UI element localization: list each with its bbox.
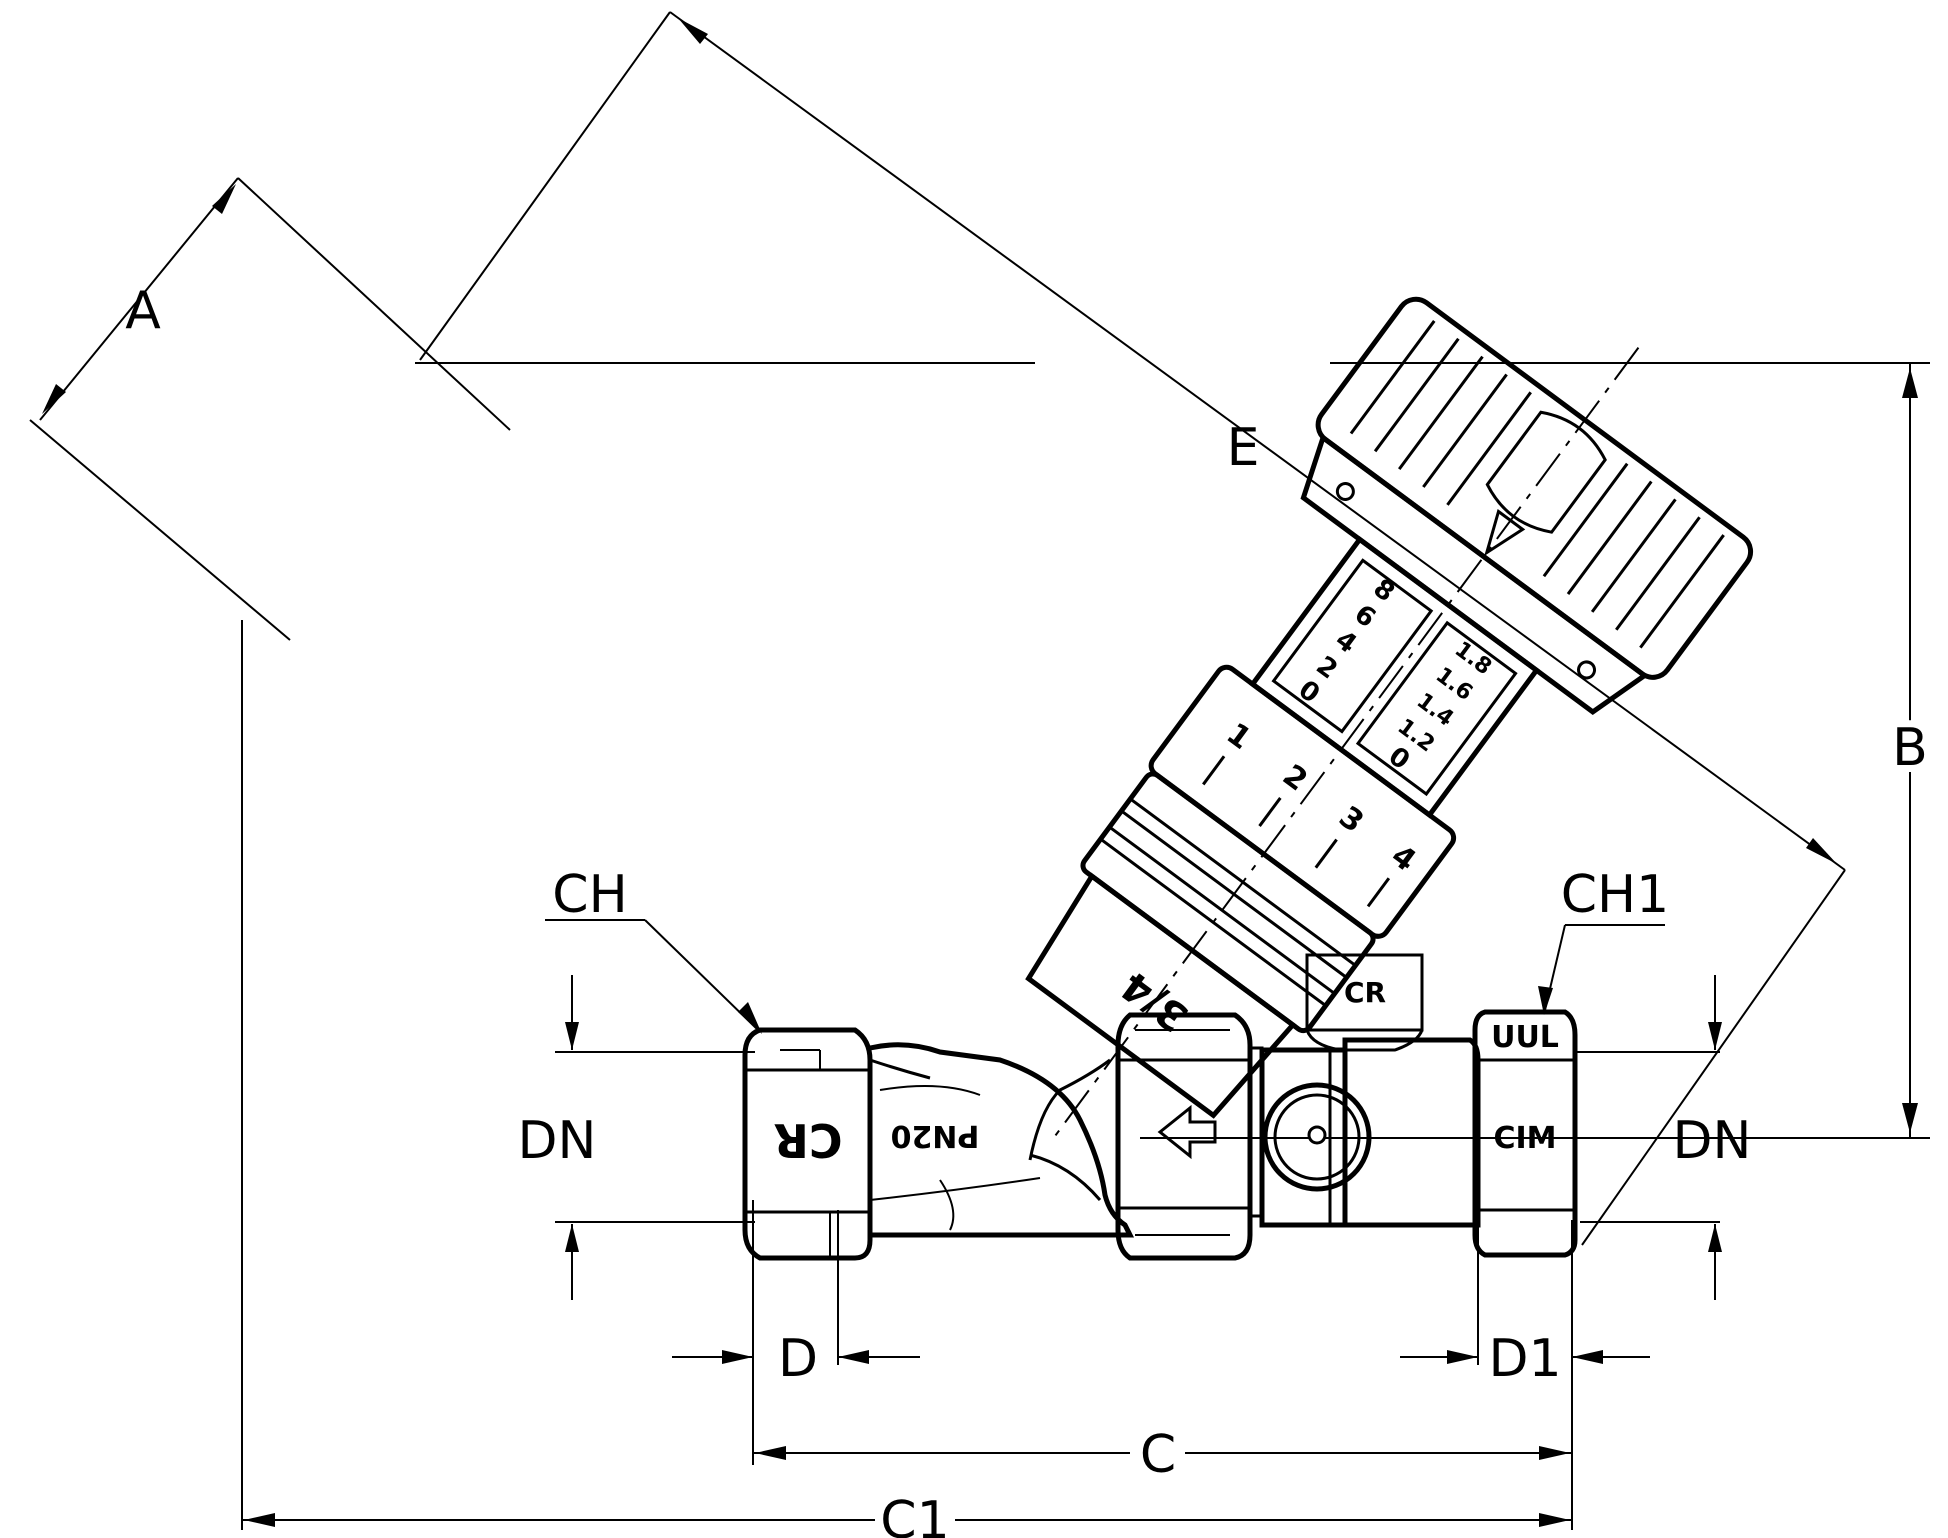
handwheel-grips bbox=[1349, 320, 1725, 649]
label-c1: C1 bbox=[880, 1491, 949, 1538]
label-dn-right: DN bbox=[1673, 1111, 1752, 1171]
logo-cr-tap: CR bbox=[1344, 976, 1386, 1009]
label-ch: CH bbox=[552, 865, 627, 925]
logo-cr-body: CR bbox=[773, 1113, 842, 1167]
ring-mark-4: 4 bbox=[1385, 838, 1423, 879]
size-marking: 3/4 bbox=[1113, 962, 1197, 1041]
label-e: E bbox=[1227, 418, 1260, 478]
label-d: D bbox=[778, 1329, 818, 1389]
label-dn-left: DN bbox=[518, 1111, 597, 1171]
dimension-lines bbox=[29, 11, 1930, 1530]
union-marking-mid: CIM bbox=[1493, 1121, 1556, 1156]
label-ch1: CH1 bbox=[1561, 865, 1670, 925]
label-b: B bbox=[1892, 718, 1928, 778]
pn20-marking: PN20 bbox=[891, 1118, 980, 1153]
ring-mark-3: 3 bbox=[1332, 800, 1370, 841]
label-c: C bbox=[1140, 1425, 1176, 1485]
label-d1: D1 bbox=[1488, 1329, 1561, 1389]
valve-body bbox=[742, 953, 1578, 1261]
dimension-labels: A E B CH CH1 DN DN D D1 C C1 bbox=[125, 281, 1935, 1538]
ring-mark-1: 1 bbox=[1220, 716, 1258, 757]
union-marking-top: UUL bbox=[1491, 1020, 1559, 1055]
label-a: A bbox=[125, 281, 161, 341]
